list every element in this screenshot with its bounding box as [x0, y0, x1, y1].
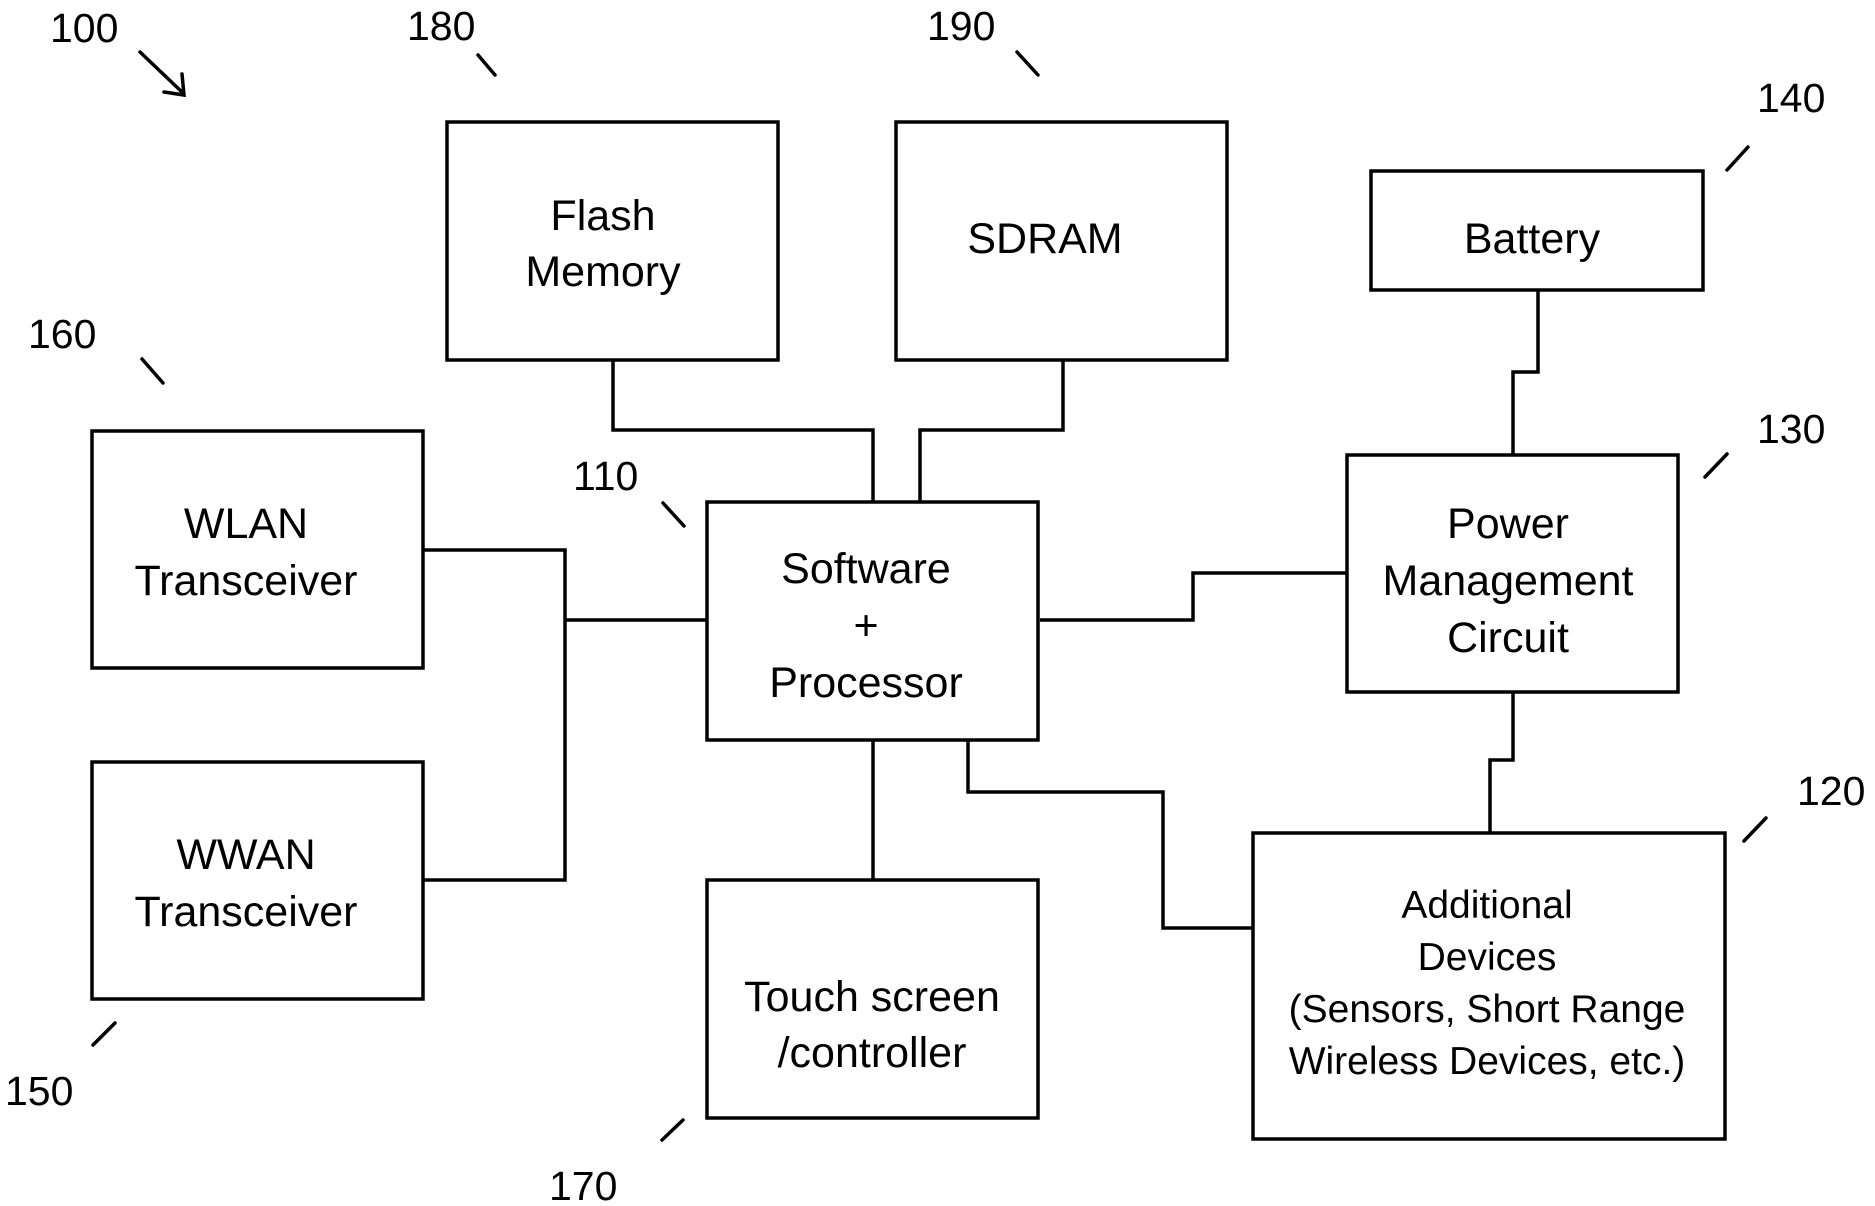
wire-power-additional — [1490, 692, 1513, 833]
wlan-transceiver-block: WLAN Transceiver — [92, 431, 423, 668]
touch-screen-block: Touch screen /controller — [707, 880, 1038, 1118]
touch-line-2: /controller — [778, 1029, 967, 1077]
processor-leader — [663, 503, 684, 526]
flash-memory-block: Flash Memory — [447, 122, 778, 360]
wwan-transceiver-block: WWAN Transceiver — [92, 762, 423, 999]
battery-leader — [1727, 147, 1748, 170]
flash-memory-line-2: Memory — [525, 248, 681, 296]
power-leader — [1705, 454, 1727, 477]
battery-label: Battery — [1464, 215, 1601, 263]
flash-memory-line-1: Flash — [550, 192, 655, 240]
wlan-leader — [142, 359, 163, 383]
processor-line-1: Software — [781, 545, 951, 593]
processor-block: Software + Processor — [707, 502, 1038, 740]
wwan-leader — [93, 1023, 115, 1045]
processor-ref: 110 — [573, 453, 638, 499]
processor-line-2: + — [853, 602, 878, 650]
wlan-line-2: Transceiver — [134, 557, 357, 605]
flash-memory-ref: 180 — [407, 3, 475, 49]
battery-block: Battery — [1371, 171, 1703, 290]
power-line-2: Management — [1383, 557, 1634, 605]
figure-ref-label: 100 — [50, 5, 118, 51]
power-management-block: Power Management Circuit — [1347, 455, 1678, 692]
sdram-leader — [1017, 52, 1038, 75]
wire-wlan-bus — [423, 550, 565, 880]
wwan-line-2: Transceiver — [134, 888, 357, 936]
sdram-block: SDRAM — [896, 122, 1227, 360]
wlan-line-1: WLAN — [184, 500, 308, 548]
sdram-ref: 190 — [927, 3, 995, 49]
wwan-line-1: WWAN — [176, 831, 315, 879]
additional-ref: 120 — [1797, 768, 1865, 814]
additional-line-2: Devices — [1418, 936, 1557, 979]
wire-sdram-processor — [920, 360, 1063, 502]
touch-ref: 170 — [549, 1163, 617, 1206]
additional-line-4: Wireless Devices, etc.) — [1289, 1040, 1686, 1083]
wire-flash-processor — [613, 360, 873, 502]
additional-devices-block: Additional Devices (Sensors, Short Range… — [1253, 833, 1725, 1139]
power-ref: 130 — [1757, 406, 1825, 452]
additional-line-3: (Sensors, Short Range — [1289, 988, 1686, 1031]
power-line-1: Power — [1447, 500, 1569, 548]
flash-memory-leader — [478, 55, 495, 75]
wwan-ref: 150 — [5, 1068, 73, 1114]
sdram-label: SDRAM — [967, 215, 1122, 263]
wire-battery-power — [1513, 290, 1538, 455]
touch-leader — [662, 1120, 683, 1140]
touch-line-1: Touch screen — [744, 973, 1000, 1021]
wlan-ref: 160 — [28, 311, 96, 357]
battery-ref: 140 — [1757, 75, 1825, 121]
figure-ref-arrow — [140, 52, 184, 95]
processor-line-3: Processor — [769, 659, 963, 707]
wire-processor-power — [1040, 573, 1347, 620]
additional-leader — [1744, 818, 1766, 841]
additional-line-1: Additional — [1401, 884, 1572, 927]
power-line-3: Circuit — [1447, 614, 1569, 662]
